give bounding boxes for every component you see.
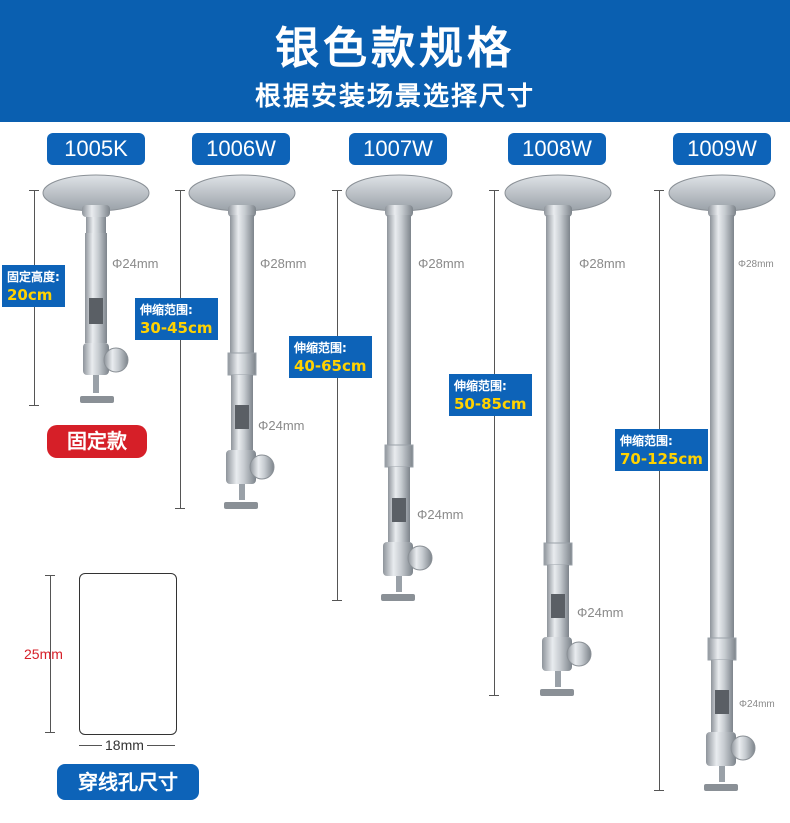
diameter-label-1008w-top: Φ28mm (579, 256, 626, 271)
dimension-cap (175, 508, 185, 509)
fixed-model-badge: 固定款 (47, 425, 147, 458)
dimension-cap (29, 190, 39, 191)
hole-height-label: 25mm (24, 646, 63, 662)
model-label-1005k: 1005K (47, 133, 145, 165)
dimension-cap (45, 575, 55, 576)
diameter-label-1009w-bottom: Φ24mm (739, 699, 775, 710)
model-label-1008w: 1008W (508, 133, 606, 165)
dimension-cap (654, 190, 664, 191)
range-badge-1008w: 伸缩范围: 50-85cm (449, 374, 532, 416)
mount-1006w (188, 174, 296, 509)
range-value: 40-65cm (294, 357, 367, 375)
dimension-line-1006w (180, 190, 181, 508)
range-label: 伸缩范围: (620, 434, 673, 448)
header-banner: 银色款规格 根据安装场景选择尺寸 (0, 0, 790, 122)
model-label-1006w: 1006W (192, 133, 290, 165)
range-label: 伸缩范围: (454, 379, 507, 393)
dimension-line-1007w (337, 190, 338, 600)
diameter-label-1008w-bottom: Φ24mm (577, 605, 624, 620)
dimension-cap (332, 600, 342, 601)
range-badge-1007w: 伸缩范围: 40-65cm (289, 336, 372, 378)
mount-1009w (668, 174, 776, 791)
range-value: 30-45cm (140, 319, 213, 337)
dimension-line-1009w (659, 190, 660, 790)
model-label-1007w: 1007W (349, 133, 447, 165)
hole-width-label: 18mm (102, 737, 147, 753)
range-label: 伸缩范围: (140, 303, 193, 317)
dimension-cap (654, 790, 664, 791)
diameter-label-1007w-bottom: Φ24mm (417, 507, 464, 522)
range-value: 70-125cm (620, 450, 703, 468)
dimension-cap (29, 405, 39, 406)
dimension-cap (489, 695, 499, 696)
mount-1008w (504, 174, 612, 696)
page-title: 银色款规格 (275, 23, 515, 74)
dimension-line-1008w (494, 190, 495, 695)
range-label: 固定高度: (7, 270, 60, 284)
page-subtitle: 根据安装场景选择尺寸 (254, 82, 535, 112)
range-badge-1005k: 固定高度: 20cm (2, 265, 65, 307)
range-badge-1006w: 伸缩范围: 30-45cm (135, 298, 218, 340)
range-value: 50-85cm (454, 395, 527, 413)
diameter-label-1009w-top: Φ28mm (738, 259, 774, 270)
dimension-cap (489, 190, 499, 191)
cable-hole-caption: 穿线孔尺寸 (57, 764, 199, 800)
range-label: 伸缩范围: (294, 341, 347, 355)
hole-height-line (50, 575, 51, 732)
cable-hole-outline (79, 573, 177, 735)
mount-1005k (42, 174, 150, 403)
range-badge-1009w: 伸缩范围: 70-125cm (615, 429, 708, 471)
range-value: 20cm (7, 286, 53, 304)
diameter-label-1006w-bottom: Φ24mm (258, 418, 305, 433)
dimension-cap (175, 190, 185, 191)
mount-1007w (345, 174, 453, 601)
dimension-cap (45, 732, 55, 733)
diameter-label-1007w-top: Φ28mm (418, 256, 465, 271)
diameter-label-1006w-top: Φ28mm (260, 256, 307, 271)
dimension-cap (332, 190, 342, 191)
model-label-1009w: 1009W (673, 133, 771, 165)
diameter-label-1005k: Φ24mm (112, 256, 159, 271)
